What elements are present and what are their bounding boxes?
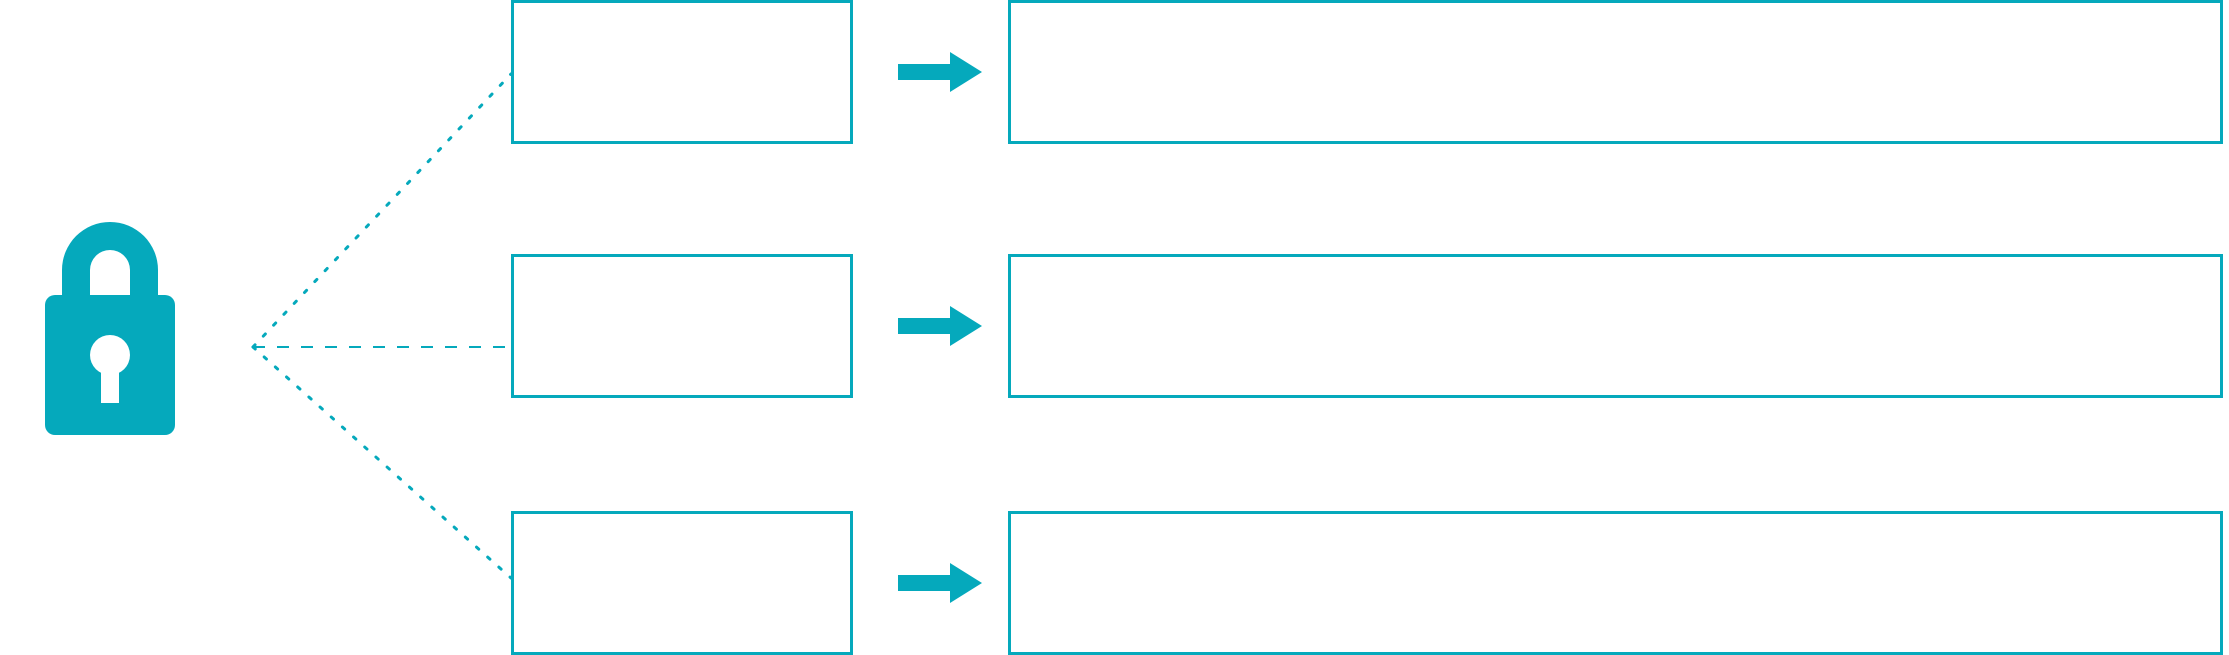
detail-box-row-2[interactable] (1008, 254, 2223, 398)
category-box-row-3[interactable] (511, 511, 853, 655)
right-arrow-icon (898, 306, 982, 346)
lock-icon (20, 210, 200, 450)
category-box-row-2[interactable] (511, 254, 853, 398)
right-arrow-icon (898, 563, 982, 603)
connector-line-row-3 (251, 345, 513, 580)
connector-line-row-1 (251, 72, 513, 349)
detail-box-row-3[interactable] (1008, 511, 2223, 655)
detail-box-row-1[interactable] (1008, 0, 2223, 144)
right-arrow-icon (898, 52, 982, 92)
category-box-row-1[interactable] (511, 0, 853, 144)
